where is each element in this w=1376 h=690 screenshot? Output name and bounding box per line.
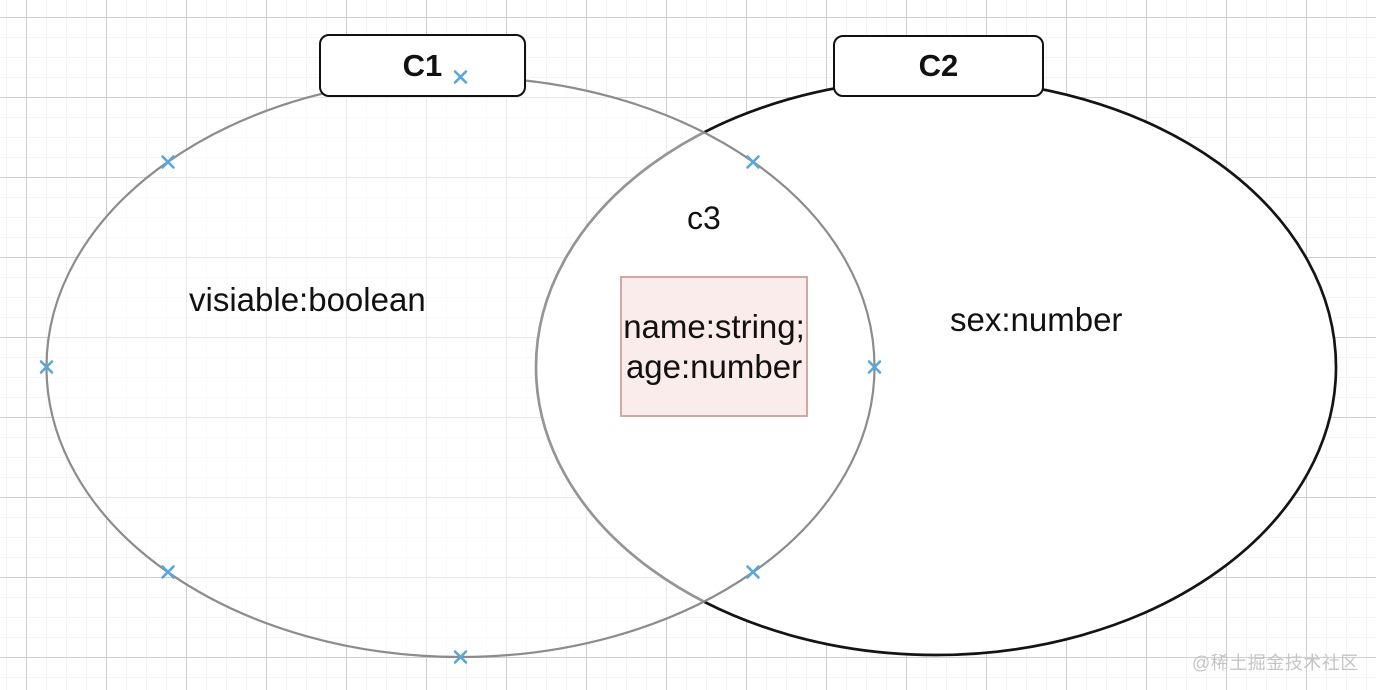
set-c1-label-box[interactable]: C1	[319, 34, 526, 97]
set-c1-title: C1	[402, 47, 443, 83]
intersection-member-box[interactable]: name:string; age:number	[620, 276, 808, 417]
set-c2-member-text[interactable]: sex:number	[950, 301, 1123, 338]
set-c2-label-box[interactable]: C2	[833, 35, 1044, 97]
set-c2-title: C2	[918, 48, 959, 83]
watermark-text: @稀土掘金技术社区	[1192, 653, 1359, 673]
set-c1-member-text[interactable]: visiable:boolean	[189, 281, 426, 318]
intersection-title-text[interactable]: c3	[687, 200, 721, 236]
intersection-member-line1: name:string;	[623, 307, 805, 345]
intersection-member-line2: age:number	[625, 347, 803, 385]
